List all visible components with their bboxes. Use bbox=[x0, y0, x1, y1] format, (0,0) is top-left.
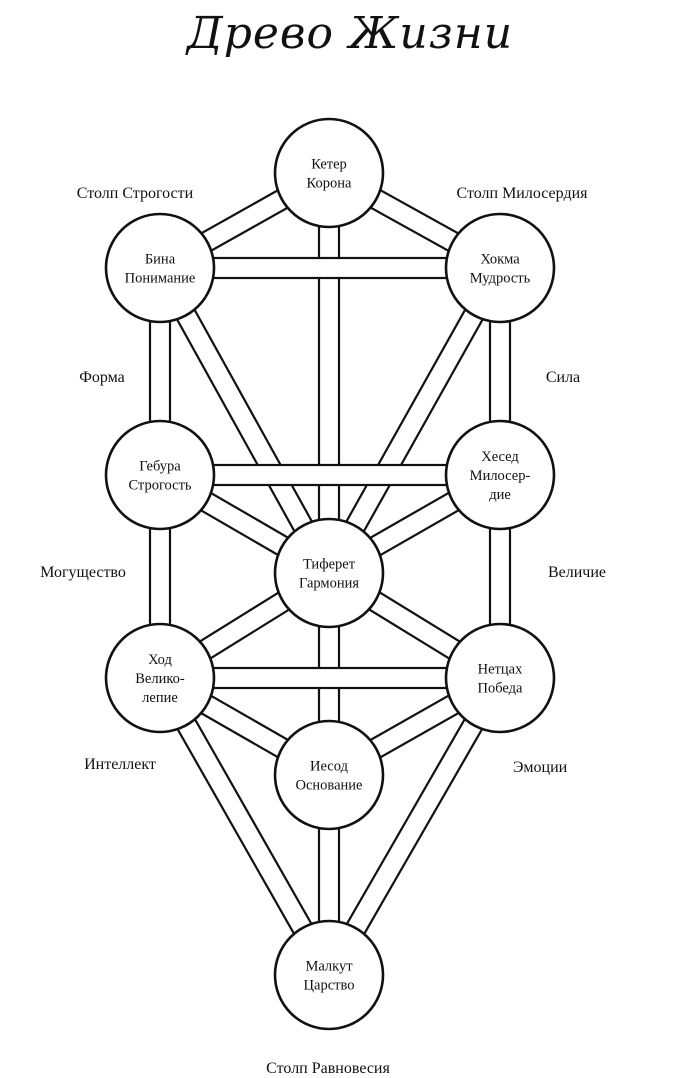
sephira-hod-circle bbox=[104, 622, 216, 734]
sephira-hesed-label: Милосер- bbox=[470, 468, 531, 484]
sephira-hokhma-label: Мудрость bbox=[470, 271, 531, 287]
quality-mogushchestvo-label: Могущество bbox=[40, 564, 126, 581]
sephira-hod-label: лепие bbox=[142, 690, 178, 706]
sephira-keter-circle bbox=[273, 117, 385, 229]
sephira-hesed-label: дие bbox=[489, 487, 511, 503]
quality-intellekt-label: Интеллект bbox=[84, 756, 156, 773]
quality-velichie-label: Величие bbox=[548, 564, 606, 581]
path-keter-tiferet bbox=[317, 171, 341, 575]
sephira-bina-circle bbox=[104, 212, 216, 324]
sephira-yesod-circle bbox=[273, 719, 385, 831]
pillar-middle-label: Столп Равновесия bbox=[266, 1060, 390, 1077]
sephira-netsah-circle bbox=[444, 622, 556, 734]
sephira-hod-label: Велико- bbox=[135, 671, 185, 687]
quality-sila-label: Сила bbox=[546, 369, 580, 386]
sephira-keter-label: Кетер bbox=[311, 157, 347, 173]
sephira-gebura-label: Гебура bbox=[139, 459, 181, 475]
sephira-malkut-circle bbox=[273, 919, 385, 1031]
sephira-gebura-label: Строгость bbox=[128, 478, 191, 494]
sephira-bina-label: Понимание bbox=[125, 271, 196, 287]
sephira-netsah-label: Победа bbox=[478, 681, 524, 697]
quality-emotsii-label: Эмоции bbox=[513, 759, 568, 776]
sephira-hokhma-label: Хокма bbox=[480, 252, 520, 268]
diagram-title: Древо Жизни bbox=[186, 8, 514, 59]
sephira-tiferet-label: Гармония bbox=[299, 576, 359, 592]
sephira-yesod-label: Иесод bbox=[310, 759, 349, 775]
quality-forma-label: Форма bbox=[79, 369, 125, 386]
sephira-tiferet-label: Тиферет bbox=[303, 557, 356, 573]
sephira-hesed-label: Хесед bbox=[481, 449, 519, 465]
sephira-bina-label: Бина bbox=[145, 252, 176, 268]
pillar-left-label: Столп Строгости bbox=[77, 185, 194, 202]
sephira-hokhma-circle bbox=[444, 212, 556, 324]
sephira-hesed-circle bbox=[444, 419, 556, 531]
sephira-netsah-label: Нетцах bbox=[478, 662, 523, 678]
sephira-malkut-label: Царство bbox=[304, 978, 355, 994]
sephira-hod-label: Ход bbox=[148, 652, 172, 668]
sephira-yesod-label: Основание bbox=[296, 778, 363, 794]
sephira-gebura-circle bbox=[104, 419, 216, 531]
sephira-keter-label: Корона bbox=[307, 176, 352, 192]
sephira-malkut-label: Малкут bbox=[305, 959, 353, 975]
pillar-right-label: Столп Милосердия bbox=[457, 185, 589, 202]
sephira-tiferet-circle bbox=[273, 517, 385, 629]
